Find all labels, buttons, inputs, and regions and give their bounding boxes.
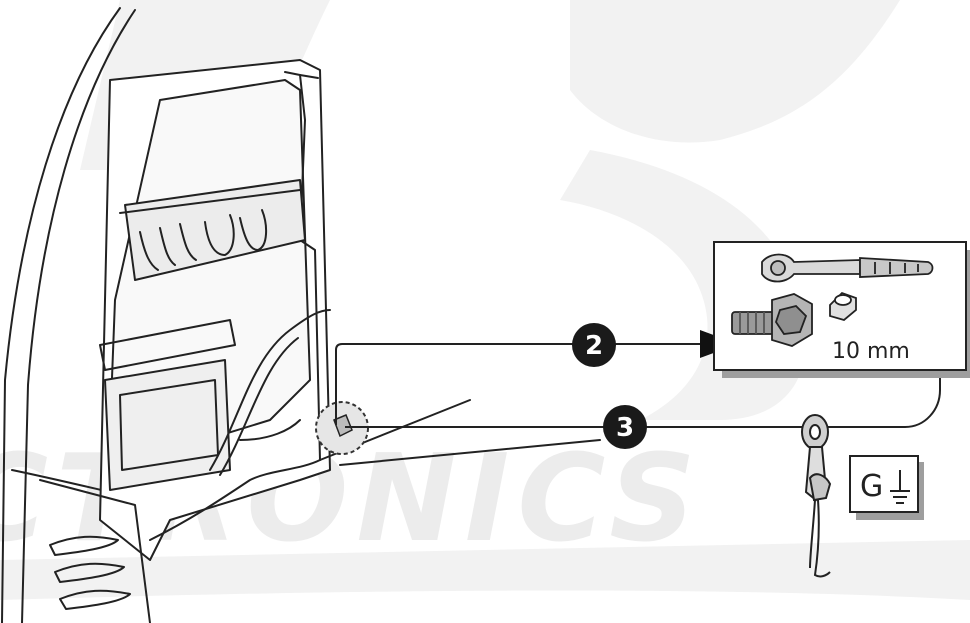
ring-terminal <box>801 414 832 578</box>
ratchet-wrench-icon <box>761 253 934 283</box>
bolt-icon <box>731 293 813 347</box>
step-3-leader-line <box>345 368 941 428</box>
vehicle-body <box>1 7 601 623</box>
ground-bolt-icon <box>333 414 353 438</box>
step-2-number: 2 <box>585 331 603 361</box>
socket-size-label: 10 mm <box>832 339 910 364</box>
ground-symbol-letter: G <box>860 469 883 504</box>
ground-symbol: G <box>849 455 924 520</box>
step-2-badge <box>572 323 616 367</box>
tools-panel: 10 mm <box>713 241 970 378</box>
socket-icon <box>829 291 857 321</box>
ground-symbol-frame <box>849 455 919 513</box>
step-3-callout: 3 <box>345 368 941 449</box>
ground-icon <box>890 470 910 504</box>
step-3-badge <box>603 405 647 449</box>
step-3-number: 3 <box>616 413 634 443</box>
ground-cable <box>813 499 831 578</box>
step-2-leader-line <box>335 343 700 425</box>
